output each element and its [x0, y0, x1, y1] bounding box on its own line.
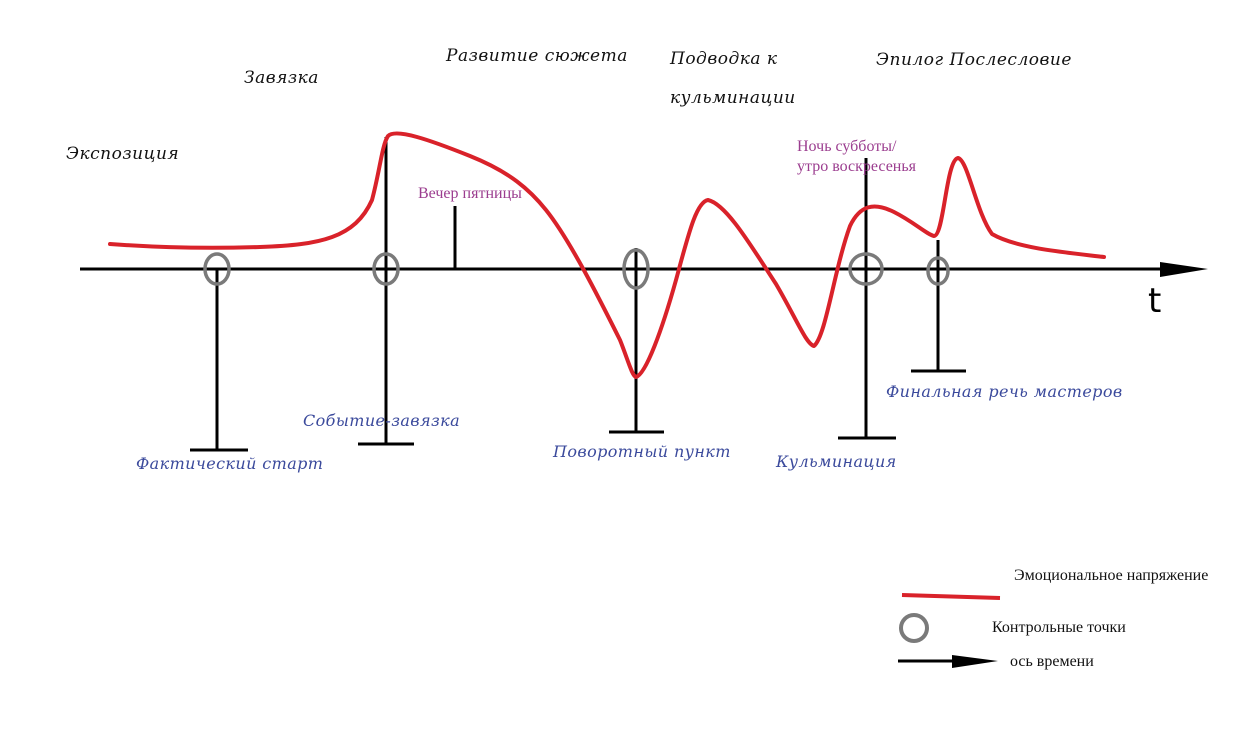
phase-label-exposition: Экспозиция — [66, 144, 180, 164]
checkpoint-circle-icon — [372, 252, 400, 286]
point-label-turning-point: Поворотный пункт — [553, 442, 731, 461]
event-label-friday-evening: Вечер пятницы — [418, 185, 522, 202]
checkpoint-circle-icon — [926, 256, 950, 286]
checkpoint-circle-icon — [848, 252, 884, 286]
emotional-tension-curve — [108, 131, 1106, 379]
legend-label-checkpoints: Контрольные точки — [992, 619, 1126, 636]
phase-label-lead-to-climax-line2: кульминации — [670, 88, 796, 108]
legend-tension-swatch — [901, 593, 1001, 600]
checkpoint-circle-icon — [203, 252, 231, 286]
time-axis-arrowhead-icon — [1160, 262, 1208, 277]
point-label-final-speech: Финальная речь мастеров — [886, 382, 1123, 401]
event-label-saturday-night-line2: утро воскресенья — [797, 158, 917, 175]
legend-checkpoint-circle-icon — [899, 613, 929, 643]
point-label-climax: Кульминация — [776, 452, 897, 471]
phase-label-epilogue: Эпилог Послесловие — [876, 50, 1072, 70]
checkpoint-circle-icon — [622, 248, 650, 290]
point-label-actual-start: Фактический старт — [136, 454, 324, 473]
event-label-saturday-night-line1: Ночь субботы/ — [797, 138, 897, 155]
point-label-inciting-event: Событие-завязка — [303, 411, 461, 430]
phase-label-setup: Завязка — [244, 68, 319, 88]
time-axis-label: t — [1148, 281, 1162, 321]
legend-arrowhead-icon — [952, 655, 998, 668]
phase-label-lead-to-climax-line1: Подводка к — [670, 49, 778, 69]
legend-label-tension: Эмоциональное напряжение — [1014, 567, 1209, 584]
legend-label-time-axis: ось времени — [1010, 653, 1094, 670]
phase-label-development: Развитие сюжета — [446, 46, 628, 66]
